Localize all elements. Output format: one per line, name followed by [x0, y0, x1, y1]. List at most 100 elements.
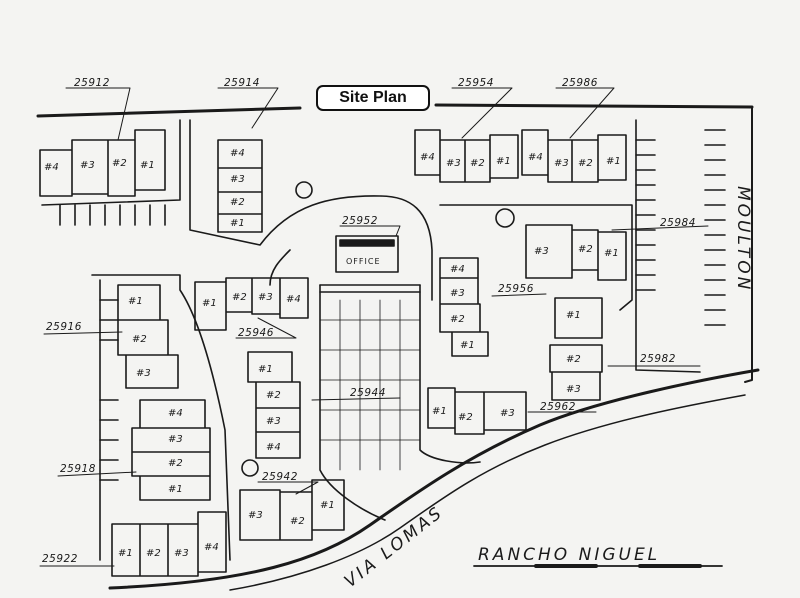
unit-label: #3 — [168, 434, 183, 445]
unit-label: #2 — [232, 292, 247, 303]
building-25914 — [217, 139, 263, 233]
via-lomas-road-edge — [108, 368, 760, 590]
leader-25956 — [491, 293, 547, 297]
building-25942 — [239, 479, 345, 541]
unit-label: #1 — [140, 160, 155, 171]
address-25946: 25946 — [238, 327, 274, 339]
unit-label: #2 — [168, 458, 183, 469]
unit-label: #3 — [248, 510, 263, 521]
drive-east — [439, 204, 633, 311]
unit-label: #4 — [450, 264, 465, 275]
leader-25942 — [257, 481, 319, 495]
parking-stalls-east — [635, 139, 656, 291]
address-25916: 25916 — [46, 321, 82, 333]
address-25984: 25984 — [660, 217, 696, 229]
address-25922: 25922 — [42, 553, 78, 565]
leader-25984 — [611, 225, 709, 231]
unit-label: #1 — [258, 364, 273, 375]
unit-label: #3 — [554, 158, 569, 169]
drive-central-east — [419, 284, 481, 464]
parking-stalls-moulton — [704, 129, 726, 326]
address-25956: 25956 — [498, 283, 534, 295]
address-25982: 25982 — [640, 353, 676, 365]
unit-label: #3 — [230, 174, 245, 185]
site-plan-title: Site Plan — [316, 85, 430, 111]
building-25916 — [117, 284, 179, 389]
leader-25914 — [217, 87, 279, 129]
building-25918 — [131, 399, 211, 501]
address-25918: 25918 — [60, 463, 96, 475]
building-25982 — [549, 297, 603, 401]
address-25986: 25986 — [562, 77, 598, 89]
drive-east-parking — [635, 119, 701, 373]
office-drive — [319, 284, 421, 293]
building-25944 — [247, 351, 301, 459]
unit-label: #2 — [266, 390, 281, 401]
building-25946 — [194, 277, 309, 331]
unit-label: #3 — [500, 408, 515, 419]
unit-label: #2 — [578, 244, 593, 255]
drive-north — [189, 119, 433, 301]
unit-label: #2 — [458, 412, 473, 423]
unit-label: #2 — [450, 314, 465, 325]
unit-label: #1 — [496, 156, 511, 167]
address-25914: 25914 — [224, 77, 260, 89]
unit-label: #1 — [230, 218, 245, 229]
unit-label: #4 — [286, 294, 301, 305]
unit-label: #2 — [578, 158, 593, 169]
building-25956 — [439, 257, 489, 357]
drive-west — [91, 274, 231, 561]
unit-label: #3 — [534, 246, 549, 257]
unit-label: #2 — [146, 548, 161, 559]
leader-25952 — [339, 225, 401, 237]
unit-label: #3 — [446, 158, 461, 169]
parking-rows-central — [319, 319, 421, 441]
unit-label: #1 — [566, 310, 581, 321]
address-25912: 25912 — [74, 77, 110, 89]
unit-label: #1 — [320, 500, 335, 511]
unit-label: #3 — [266, 416, 281, 427]
tree-circle — [495, 208, 515, 228]
street-via-lomas: VIA LOMAS — [341, 502, 448, 592]
address-25942: 25942 — [262, 471, 298, 483]
address-25962: 25962 — [540, 401, 576, 413]
unit-label: #4 — [230, 148, 245, 159]
building-25912 — [39, 129, 166, 197]
unit-label: #1 — [128, 296, 143, 307]
unit-label: #4 — [528, 152, 543, 163]
unit-label: #3 — [566, 384, 581, 395]
leader-25944 — [311, 397, 401, 401]
unit-label: #2 — [112, 158, 127, 169]
unit-label: #1 — [432, 406, 447, 417]
building-25986 — [521, 129, 627, 183]
parking-stalls-central — [339, 299, 401, 471]
property-boundary-top — [36, 103, 754, 118]
leader-25912 — [65, 87, 131, 141]
leader-25916 — [43, 331, 123, 335]
unit-label: #1 — [604, 248, 619, 259]
parking-stalls-nw — [59, 204, 166, 226]
unit-label: #1 — [460, 340, 475, 351]
building-25962 — [427, 387, 527, 435]
street-moulton: MOULTON — [733, 186, 753, 292]
leader-25954 — [451, 87, 513, 139]
building-25984 — [525, 224, 627, 281]
unit-label: #1 — [202, 298, 217, 309]
unit-label: #2 — [566, 354, 581, 365]
unit-label: #3 — [258, 292, 273, 303]
office-roof-bar — [339, 239, 395, 247]
office-building — [335, 235, 399, 273]
unit-label: #3 — [136, 368, 151, 379]
unit-label: #4 — [266, 442, 281, 453]
unit-label: #3 — [174, 548, 189, 559]
address-25944: 25944 — [350, 387, 386, 399]
tree-circle — [241, 459, 259, 477]
drive-curve — [269, 249, 291, 286]
tree-circle — [295, 181, 313, 199]
unit-label: #2 — [230, 197, 245, 208]
via-lomas-road-inner — [229, 394, 746, 591]
unit-label: #4 — [168, 408, 183, 419]
address-25954: 25954 — [458, 77, 494, 89]
unit-label: #2 — [290, 516, 305, 527]
unit-label: #3 — [80, 160, 95, 171]
